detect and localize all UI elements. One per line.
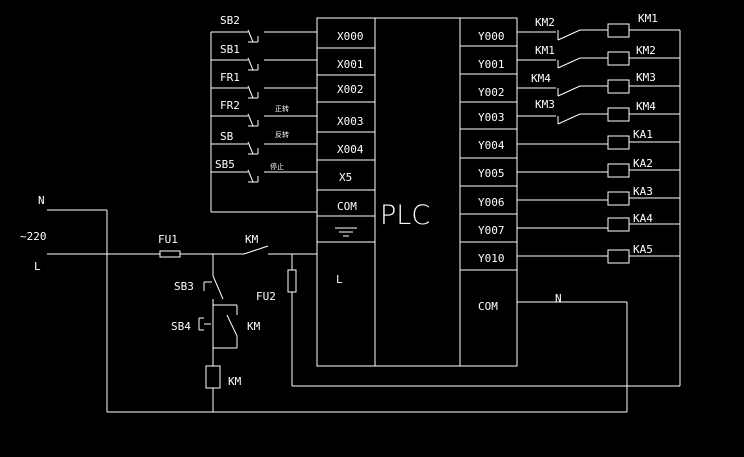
switch-label-sb2: SB2: [220, 14, 240, 27]
switch-label-sb5: SB5: [215, 158, 235, 171]
contact-label-km2: KM2: [535, 16, 555, 29]
note-forward: 正转: [275, 104, 289, 113]
plc-input-x003: X003: [337, 115, 364, 128]
power-n-right-label: N: [555, 292, 562, 305]
power-circuit: [47, 209, 680, 413]
plc-com-left: COM: [337, 200, 357, 213]
plc-output-y002: Y002: [478, 86, 505, 99]
plc-input-x5: X5: [339, 171, 352, 184]
plc-com-right: COM: [478, 300, 498, 313]
plc-block: PLC: [316, 17, 518, 367]
coil-label-km3: KM3: [636, 71, 656, 84]
coil-label-km-main: KM: [228, 375, 242, 388]
output-terminal-rows: [460, 45, 517, 271]
contact-label-km3: KM3: [535, 98, 555, 111]
plc-input-x004: X004: [337, 143, 364, 156]
contact-label-km-hold: KM: [247, 320, 261, 333]
contact-label-km-main: KM: [245, 233, 259, 246]
coil-label-km1: KM1: [638, 12, 658, 25]
coil-label-ka1: KA1: [633, 128, 653, 141]
ground-icon: [335, 227, 357, 237]
plc-output-y005: Y005: [478, 167, 505, 180]
plc-output-y001: Y001: [478, 58, 505, 71]
coil-label-km4: KM4: [636, 100, 656, 113]
plc-output-y006: Y006: [478, 196, 505, 209]
coil-label-ka4: KA4: [633, 212, 653, 225]
switch-label-fr2: FR2: [220, 99, 240, 112]
coil-label-ka3: KA3: [633, 185, 653, 198]
output-wiring: [517, 23, 681, 386]
switch-label-sb: SB: [220, 130, 234, 143]
coil-label-ka5: KA5: [633, 243, 653, 256]
plc-input-x002: X002: [337, 83, 364, 96]
plc-output-y000: Y000: [478, 30, 505, 43]
fuse-label-fu2: FU2: [256, 290, 276, 303]
plc-output-y004: Y004: [478, 139, 505, 152]
switch-label-sb4: SB4: [171, 320, 191, 333]
note-reverse: 反转: [275, 130, 289, 139]
plc-input-x001: X001: [337, 58, 364, 71]
coil-label-ka2: KA2: [633, 157, 653, 170]
power-n-label: N: [38, 194, 45, 207]
power-l-label: L: [34, 260, 41, 273]
plc-output-y010: Y010: [478, 252, 505, 265]
plc-title: PLC: [380, 200, 430, 231]
contact-label-km1: KM1: [535, 44, 555, 57]
input-terminal-rows: [317, 47, 375, 243]
plc-output-y007: Y007: [478, 224, 505, 237]
switch-label-sb3: SB3: [174, 280, 194, 293]
note-stop: 停止: [270, 162, 284, 171]
plc-output-y003: Y003: [478, 111, 505, 124]
power-voltage-label: ~220: [20, 230, 47, 243]
plc-input-x000: X000: [337, 30, 364, 43]
input-wiring: [210, 29, 317, 213]
coil-label-km2: KM2: [636, 44, 656, 57]
switch-label-fr1: FR1: [220, 71, 240, 84]
switch-label-sb1: SB1: [220, 43, 240, 56]
contact-label-km4: KM4: [531, 72, 551, 85]
plc-l-terminal: L: [336, 273, 343, 286]
fuse-label-fu1: FU1: [158, 233, 178, 246]
